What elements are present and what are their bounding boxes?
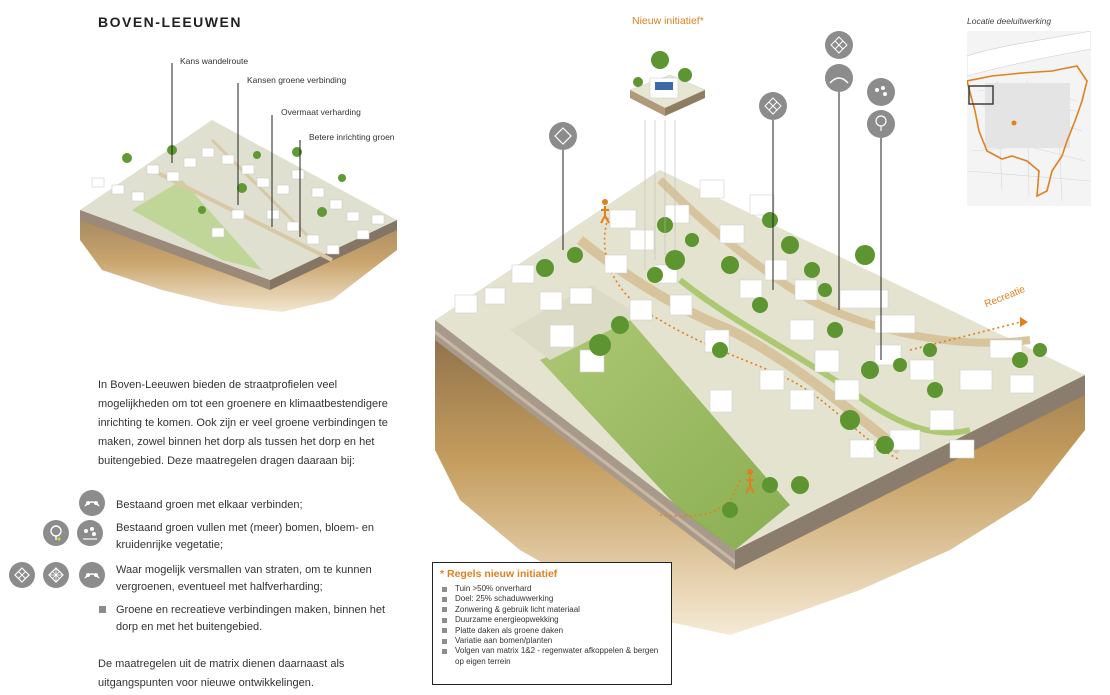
connect-green-icon	[79, 562, 105, 588]
rule-item: Variatie aan bomen/planten	[440, 636, 664, 646]
location-label: Locatie deeluitwerking	[967, 16, 1052, 26]
rule-item: Tuin >50% onverhard	[440, 584, 664, 594]
large-block-diagram	[435, 31, 1085, 635]
measure-narrow-streets: Waar mogelijk versmallen van straten, om…	[116, 564, 372, 593]
small-block-diagram	[80, 120, 397, 312]
rule-item: Duurzame energieopwekking	[440, 615, 664, 625]
square-bullet	[99, 606, 106, 613]
intro-text: In Boven-Leeuwen bieden de straatprofiel…	[98, 379, 388, 467]
rule-item: Volgen van matrix 1&2 - regenwater afkop…	[440, 646, 664, 667]
callout-walking-route: Kans wandelroute	[180, 56, 249, 66]
flower-icon	[77, 520, 103, 546]
pavement-icon	[9, 562, 35, 588]
location-map	[967, 31, 1091, 206]
footer-text: De maatregelen uit de matrix dienen daar…	[98, 658, 345, 689]
measure-connect-green: Bestaand groen met elkaar verbinden;	[116, 499, 303, 511]
tree-icon	[43, 520, 69, 546]
rule-item: Zonwering & gebruik licht materiaal	[440, 605, 664, 615]
rules-title: * Regels nieuw initiatief	[440, 568, 558, 580]
callout-better-green: Betere inrichting groen	[309, 132, 395, 142]
grid-icon	[43, 562, 69, 588]
connect-green-icon	[79, 490, 105, 516]
callout-lines	[171, 63, 301, 237]
callout-excess-paving: Overmaat verharding	[281, 107, 361, 117]
rule-item: Doel: 25% schaduwwerking	[440, 594, 664, 604]
page-title: BOVEN-LEEUWEN	[98, 14, 242, 30]
new-initiative-label: Nieuw initiatief*	[632, 15, 704, 27]
callout-green-connection: Kansen groene verbinding	[247, 75, 347, 85]
rules-box: * Regels nieuw initiatief Tuin >50% onve…	[432, 562, 672, 685]
rule-item: Platte daken als groene daken	[440, 626, 664, 636]
measure-fill-green: Bestaand groen vullen met (meer) bomen, …	[116, 522, 375, 551]
measure-recreational-connections: Groene en recreatieve verbindingen maken…	[116, 604, 386, 633]
